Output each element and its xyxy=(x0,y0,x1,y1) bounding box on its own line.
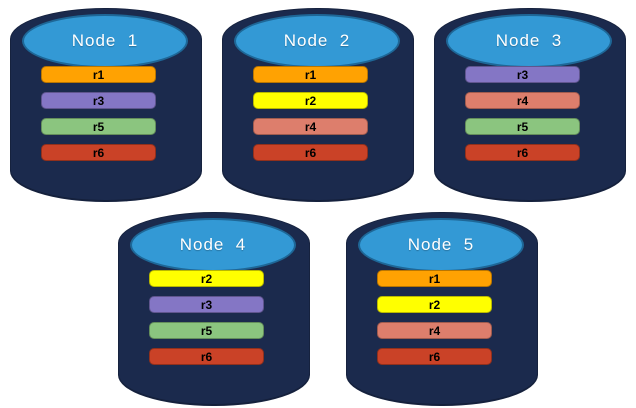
node-title: Node 5 xyxy=(407,235,475,254)
replica-label: r5 xyxy=(92,119,105,134)
replica-bar: r3 xyxy=(41,92,156,109)
node-4: Node 4 r2 r3 r5 r6 xyxy=(118,212,310,406)
cylinder-top-ellipse: Node 3 xyxy=(446,14,612,68)
replica-bar: r1 xyxy=(41,66,156,83)
replica-label: r4 xyxy=(304,119,317,134)
replica-bar: r2 xyxy=(149,270,264,287)
replica-label: r2 xyxy=(304,93,317,108)
replica-label: r6 xyxy=(304,145,317,160)
replica-bar: r2 xyxy=(253,92,368,109)
node-3: Node 3 r3 r4 r5 r6 xyxy=(434,8,626,202)
replica-stack: r1 r3 r5 r6 xyxy=(41,66,156,161)
node-title: Node 3 xyxy=(495,31,563,50)
cylinder-top-ellipse: Node 1 xyxy=(22,14,188,68)
node-5: Node 5 r1 r2 r4 r6 xyxy=(346,212,538,406)
replica-bar: r5 xyxy=(149,322,264,339)
replica-label: r4 xyxy=(516,93,529,108)
replica-bar: r5 xyxy=(41,118,156,135)
replica-label: r6 xyxy=(428,349,441,364)
replica-stack: r1 r2 r4 r6 xyxy=(253,66,368,161)
replica-bar: r4 xyxy=(253,118,368,135)
replica-stack: r2 r3 r5 r6 xyxy=(149,270,264,365)
replica-label: r6 xyxy=(200,349,213,364)
replica-bar: r4 xyxy=(377,322,492,339)
replica-bar: r6 xyxy=(465,144,580,161)
replica-bar: r6 xyxy=(41,144,156,161)
replica-label: r1 xyxy=(92,67,105,82)
cylinder-top-ellipse: Node 2 xyxy=(234,14,400,68)
replica-label: r1 xyxy=(428,271,441,286)
replica-bar: r6 xyxy=(377,348,492,365)
replica-bar: r5 xyxy=(465,118,580,135)
replica-bar: r2 xyxy=(377,296,492,313)
replica-bar: r6 xyxy=(253,144,368,161)
node-1: Node 1 r1 r3 r5 r6 xyxy=(10,8,202,202)
replica-bar: r3 xyxy=(465,66,580,83)
node-2: Node 2 r1 r2 r4 r6 xyxy=(222,8,414,202)
node-title: Node 1 xyxy=(71,31,139,50)
replica-bar: r1 xyxy=(377,270,492,287)
replica-bar: r3 xyxy=(149,296,264,313)
replica-label: r3 xyxy=(200,297,213,312)
node-title: Node 2 xyxy=(283,31,351,50)
replica-label: r5 xyxy=(200,323,213,338)
replica-label: r6 xyxy=(516,145,529,160)
replica-label: r4 xyxy=(428,323,441,338)
node-title: Node 4 xyxy=(179,235,247,254)
replica-label: r5 xyxy=(516,119,529,134)
replica-stack: r1 r2 r4 r6 xyxy=(377,270,492,365)
cylinder-top-ellipse: Node 4 xyxy=(130,218,296,272)
replica-label: r3 xyxy=(92,93,105,108)
cylinder-top-ellipse: Node 5 xyxy=(358,218,524,272)
replica-label: r3 xyxy=(516,67,529,82)
replica-bar: r6 xyxy=(149,348,264,365)
replica-label: r1 xyxy=(304,67,317,82)
replica-label: r2 xyxy=(200,271,213,286)
replica-label: r2 xyxy=(428,297,441,312)
replica-stack: r3 r4 r5 r6 xyxy=(465,66,580,161)
replica-bar: r4 xyxy=(465,92,580,109)
replica-bar: r1 xyxy=(253,66,368,83)
replica-label: r6 xyxy=(92,145,105,160)
